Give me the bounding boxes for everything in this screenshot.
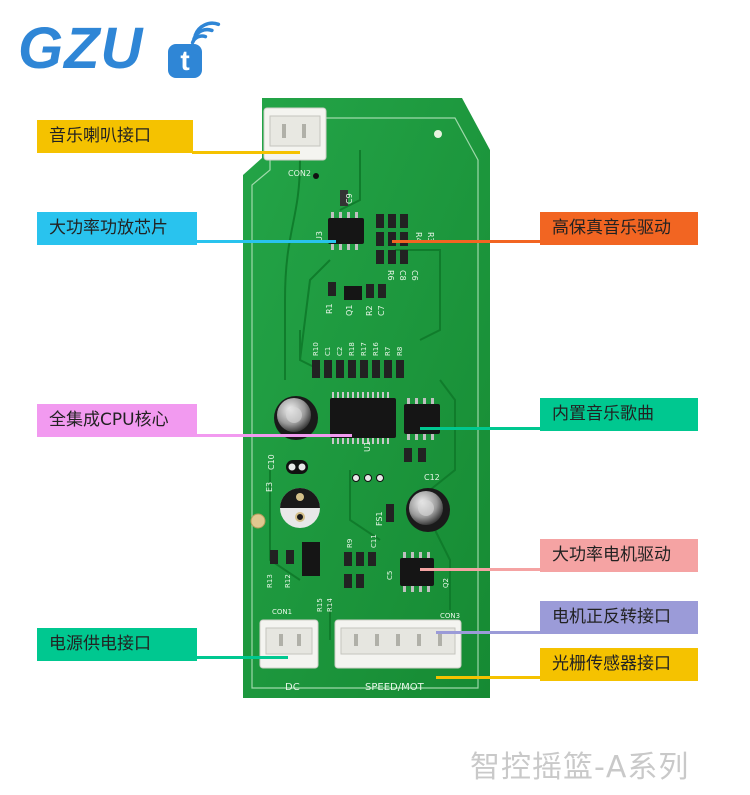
svg-text:C12: C12 (424, 473, 440, 482)
label-cpu-core: 全集成CPU核心 (37, 404, 197, 437)
svg-text:R4: R4 (414, 232, 423, 243)
leader-grating (436, 676, 540, 679)
svg-text:R9: R9 (346, 539, 354, 548)
svg-text:R12: R12 (284, 574, 292, 588)
svg-text:R17: R17 (360, 342, 368, 356)
svg-text:R14: R14 (326, 598, 334, 612)
series-title: 智控摇篮-A系列 (470, 750, 690, 785)
leader-builtin-music (420, 427, 540, 430)
logo-text: GZU (18, 16, 144, 81)
dc-silk: DC (285, 682, 300, 693)
speed-mot-silk: SPEED/MOT (365, 682, 425, 693)
label-motor-dir-port: 电机正反转接口 (540, 601, 698, 634)
svg-text:FS1: FS1 (375, 511, 384, 526)
label-motor-driver: 大功率电机驱动 (540, 539, 698, 572)
svg-text:C6: C6 (410, 270, 419, 281)
label-power-amp-chip: 大功率功放芯片 (37, 212, 197, 245)
svg-text:C9: C9 (345, 193, 354, 204)
logo-t-badge: t (168, 44, 202, 78)
svg-text:E3: E3 (265, 482, 274, 492)
svg-text:R18: R18 (348, 342, 356, 356)
svg-text:R2: R2 (365, 305, 374, 316)
leader-power-port (196, 656, 288, 659)
svg-text:CON1: CON1 (272, 608, 292, 616)
label-hifi-driver: 高保真音乐驱动 (540, 212, 698, 245)
svg-text:R10: R10 (312, 342, 320, 356)
svg-text:C7: C7 (377, 305, 386, 316)
label-music-speaker: 音乐喇叭接口 (37, 120, 193, 153)
svg-text:U3: U3 (315, 231, 324, 242)
wifi-signal-icon (190, 21, 221, 45)
svg-text:C1: C1 (324, 347, 332, 356)
leader-hifi (392, 240, 542, 243)
svg-text:R3: R3 (426, 232, 435, 243)
svg-text:R16: R16 (372, 342, 380, 356)
svg-text:C5: C5 (386, 571, 394, 580)
svg-text:C8: C8 (398, 270, 407, 281)
leader-power-amp (196, 240, 336, 243)
svg-text:R13: R13 (266, 574, 274, 588)
svg-text:C10: C10 (267, 454, 276, 470)
svg-text:C2: C2 (336, 347, 344, 356)
svg-text:U1: U1 (363, 441, 372, 452)
svg-text:R8: R8 (396, 347, 404, 356)
label-power-port: 电源供电接口 (37, 628, 197, 661)
con2-silk: CON2 (288, 169, 311, 178)
svg-text:C11: C11 (370, 534, 378, 548)
svg-text:Q1: Q1 (345, 305, 354, 316)
leader-music-speaker (192, 151, 300, 154)
svg-text:R6: R6 (386, 270, 395, 281)
leader-motor-dir (436, 631, 540, 634)
label-builtin-music: 内置音乐歌曲 (540, 398, 698, 431)
gzu-logo: GZU t (18, 14, 221, 84)
leader-cpu (196, 434, 352, 437)
svg-text:R1: R1 (325, 303, 334, 314)
svg-text:Q2: Q2 (442, 578, 450, 588)
svg-text:R7: R7 (384, 347, 392, 356)
label-grating-sensor-port: 光栅传感器接口 (540, 648, 698, 681)
leader-motor-driver (420, 568, 540, 571)
svg-text:CON3: CON3 (440, 612, 460, 620)
svg-text:R15: R15 (316, 598, 324, 612)
